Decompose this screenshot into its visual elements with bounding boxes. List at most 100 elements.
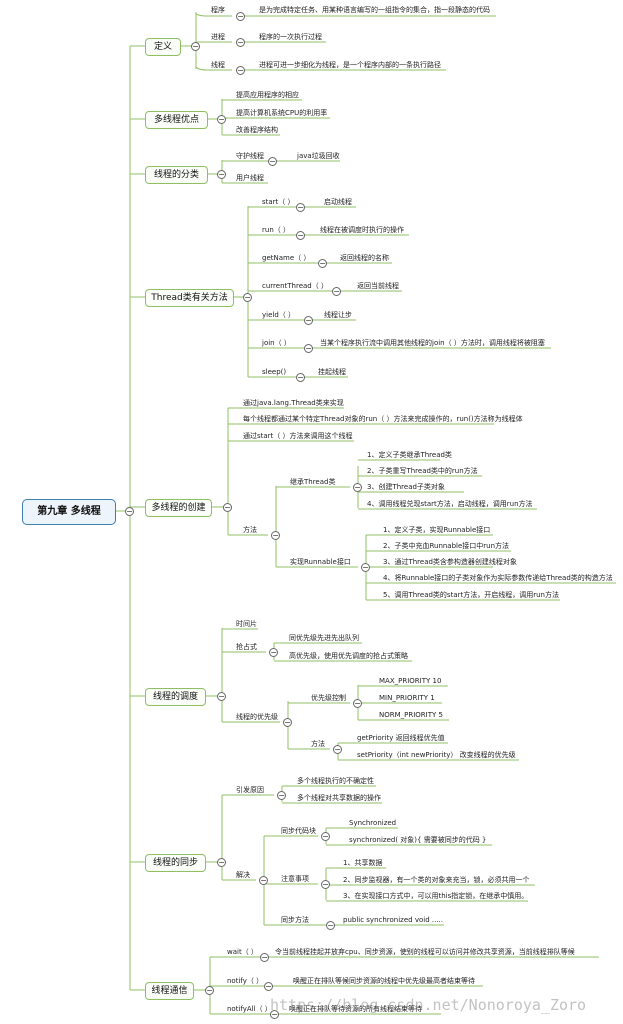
collapse-icon[interactable]: − xyxy=(296,373,305,382)
node-method-desc[interactable]: 当某个程序执行流中调用其他线程的join（ ）方法时，调用线程将被阻塞 xyxy=(320,339,545,347)
collapse-icon[interactable]: − xyxy=(353,699,362,708)
node-step[interactable]: 4、将Runnable接口的子类对象作为实际参数传递给Thread类的构造方法 xyxy=(383,574,613,582)
node-thread-desc[interactable]: 进程可进一步细化为线程，是一个程序内部的一条执行路径 xyxy=(259,61,441,69)
node-step[interactable]: 3、创建Thread子类对象 xyxy=(367,483,445,491)
collapse-icon[interactable]: − xyxy=(191,42,200,51)
node-step[interactable]: 5、调用Thread类的start方法，开启线程，调用run方法 xyxy=(383,591,559,599)
node-notify[interactable]: notify（ ） xyxy=(227,977,264,985)
node-method-name[interactable]: yield（ ） xyxy=(262,311,296,319)
node-create-line[interactable]: 通过java.lang.Thread类来实现 xyxy=(243,399,344,407)
node-notify-all-desc[interactable]: 唤醒正在排队等待资源的所有线程结束等待 xyxy=(289,1005,422,1013)
node-method-desc[interactable]: 挂起线程 xyxy=(318,368,346,376)
node-sync-keyword[interactable]: Synchronized xyxy=(349,819,397,827)
node-method-name[interactable]: join（ ） xyxy=(262,339,291,347)
node-cause-item[interactable]: 多个线程执行的不确定性 xyxy=(297,777,374,785)
node-priority-level[interactable]: MAX_PRIORITY 10 xyxy=(379,677,442,685)
node-preemptive[interactable]: 抢占式 xyxy=(236,643,257,651)
node-method-name[interactable]: currentThread（ ） xyxy=(262,282,328,290)
collapse-icon[interactable]: − xyxy=(259,876,268,885)
collapse-icon[interactable]: − xyxy=(296,231,305,240)
node-sync-method-desc[interactable]: public synchronized void ..... xyxy=(343,916,443,924)
node-daemon-thread[interactable]: 守护线程 xyxy=(236,152,264,160)
branch-scheduling[interactable]: 线程的调度 xyxy=(145,688,206,706)
node-fifo[interactable]: 同优先级先进先出队列 xyxy=(289,634,359,642)
node-daemon-desc[interactable]: java垃圾回收 xyxy=(297,152,340,160)
node-step[interactable]: 1、定义子类继承Thread类 xyxy=(367,451,452,459)
collapse-icon[interactable]: − xyxy=(304,344,313,353)
node-priority-methods[interactable]: 方法 xyxy=(311,740,325,748)
collapse-icon[interactable]: − xyxy=(205,986,214,995)
node-program-desc[interactable]: 是为完成特定任务、用某种语言编写的一组指令的集合，指一段静态的代码 xyxy=(259,6,490,14)
node-step[interactable]: 2、子类中充血Runnable接口中run方法 xyxy=(383,542,510,550)
node-high-priority[interactable]: 高优先级，使用优先调度的抢占式策略 xyxy=(289,652,408,660)
node-sync-block[interactable]: 同步代码块 xyxy=(281,827,316,835)
node-thread[interactable]: 线程 xyxy=(211,61,225,69)
collapse-icon[interactable]: − xyxy=(277,791,286,800)
branch-synchronization[interactable]: 线程的同步 xyxy=(145,854,206,872)
node-notify-desc[interactable]: 唤醒正在排队等候同步资源的线程中优先级最高者结束等待 xyxy=(293,977,475,985)
collapse-icon[interactable]: − xyxy=(321,880,330,889)
node-wait-desc[interactable]: 令当前线程挂起并放弃cpu、同步资源，使别的线程可以访问并修改共享资源，当前线程… xyxy=(275,948,575,956)
branch-thread-methods[interactable]: Thread类有关方法 xyxy=(145,289,234,307)
collapse-icon[interactable]: − xyxy=(270,1010,279,1019)
node-step[interactable]: 1、定义子类，实现Runnable接口 xyxy=(383,526,491,534)
node-note-item[interactable]: 3、在实现接口方式中，可以用this指定锁，在继承中慎用。 xyxy=(343,892,529,900)
collapse-icon[interactable]: − xyxy=(125,507,134,516)
node-implement-runnable[interactable]: 实现Runnable接口 xyxy=(290,558,351,566)
node-sync-method[interactable]: 同步方法 xyxy=(281,916,309,924)
node-step[interactable]: 4、调用线程兑现start方法，启动线程，调用run方法 xyxy=(367,500,533,508)
collapse-icon[interactable]: − xyxy=(353,483,362,492)
node-set-priority[interactable]: setPriority（int newPriority） 改变线程的优先级 xyxy=(357,751,516,759)
node-advantage[interactable]: 提高应用程序的相应 xyxy=(236,91,299,99)
node-process[interactable]: 进程 xyxy=(211,33,225,41)
collapse-icon[interactable]: − xyxy=(223,503,232,512)
collapse-icon[interactable]: − xyxy=(326,921,335,930)
collapse-icon[interactable]: − xyxy=(236,66,245,75)
branch-communication[interactable]: 线程通信 xyxy=(145,982,194,1000)
node-extend-thread[interactable]: 继承Thread类 xyxy=(290,478,336,486)
node-cause-item[interactable]: 多个线程对共享数据的操作 xyxy=(297,794,381,802)
branch-creation[interactable]: 多线程的创建 xyxy=(145,499,212,517)
node-notify-all[interactable]: notifyAll（ ） xyxy=(227,1005,272,1013)
collapse-icon[interactable]: − xyxy=(318,259,327,268)
node-method-desc[interactable]: 线程在被调度时执行的操作 xyxy=(320,226,404,234)
collapse-icon[interactable]: − xyxy=(269,648,278,657)
node-method-name[interactable]: start（ ） xyxy=(262,198,295,206)
node-method-name[interactable]: sleep() xyxy=(262,368,287,376)
collapse-icon[interactable]: − xyxy=(236,38,245,47)
node-advantage[interactable]: 提高计算机系统CPU的利用率 xyxy=(236,109,328,117)
collapse-icon[interactable]: − xyxy=(268,157,277,166)
node-method-desc[interactable]: 启动线程 xyxy=(324,198,352,206)
collapse-icon[interactable]: − xyxy=(283,718,292,727)
node-priority[interactable]: 线程的优先级 xyxy=(236,713,278,721)
collapse-icon[interactable]: − xyxy=(236,12,245,21)
node-wait[interactable]: wait（ ） xyxy=(227,948,258,956)
node-method-desc[interactable]: 返回线程的名称 xyxy=(340,254,389,262)
collapse-icon[interactable]: − xyxy=(296,203,305,212)
node-priority-level[interactable]: NORM_PRIORITY 5 xyxy=(379,711,443,719)
node-method-name[interactable]: run（ ） xyxy=(262,226,290,234)
collapse-icon[interactable]: − xyxy=(264,982,273,991)
collapse-icon[interactable]: − xyxy=(361,563,370,572)
collapse-icon[interactable]: − xyxy=(271,531,280,540)
collapse-icon[interactable]: − xyxy=(217,858,226,867)
node-program[interactable]: 程序 xyxy=(211,6,225,14)
node-notes[interactable]: 注意事项 xyxy=(281,875,309,883)
collapse-icon[interactable]: − xyxy=(217,170,226,179)
node-process-desc[interactable]: 程序的一次执行过程 xyxy=(259,33,322,41)
collapse-icon[interactable]: − xyxy=(332,287,341,296)
node-step[interactable]: 2、子类重写Thread类中的run方法 xyxy=(367,467,478,475)
node-method-name[interactable]: getName（ ） xyxy=(262,254,311,262)
node-note-item[interactable]: 2、同步监视器，有一个类的对象来充当，锁，必须共用一个 xyxy=(343,876,530,884)
node-note-item[interactable]: 1、共享数据 xyxy=(343,859,383,867)
node-method-desc[interactable]: 返回当前线程 xyxy=(357,282,399,290)
node-create-line[interactable]: 每个线程都通过某个特定Thread对象的run（ ）方法来完成操作的，run()… xyxy=(243,415,523,423)
node-solve[interactable]: 解决 xyxy=(236,871,250,879)
root-topic[interactable]: 第九章 多线程 xyxy=(22,499,116,525)
node-cause[interactable]: 引发原因 xyxy=(236,786,264,794)
node-advantage[interactable]: 改善程序结构 xyxy=(236,126,278,134)
branch-definition[interactable]: 定义 xyxy=(145,38,181,56)
node-priority-control[interactable]: 优先级控制 xyxy=(311,694,346,702)
node-create-line[interactable]: 通过start（ ）方法来调用这个线程 xyxy=(243,432,353,440)
collapse-icon[interactable]: − xyxy=(260,953,269,962)
